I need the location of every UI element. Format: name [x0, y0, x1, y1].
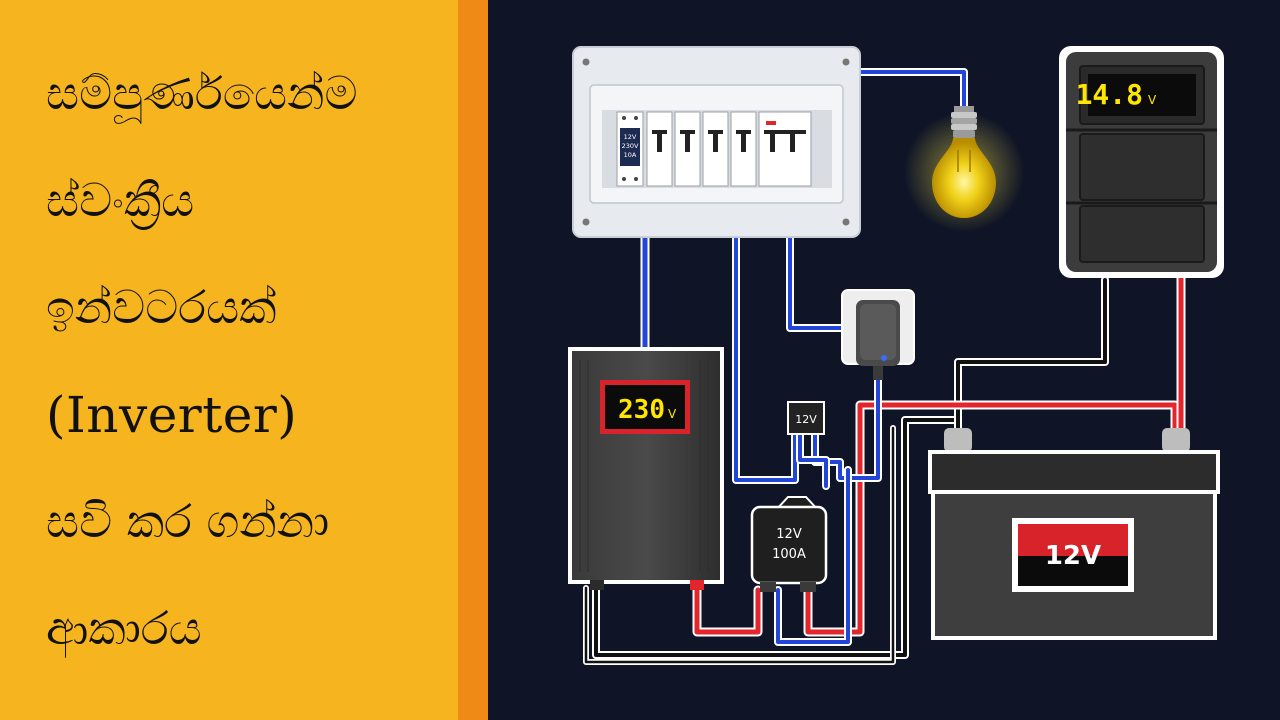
title-line-3: ඉන්වටරයක්	[46, 279, 277, 334]
large-relay: 12V 100A	[750, 496, 828, 592]
title-line-6: ආකාරය	[46, 600, 202, 655]
light-bulb	[904, 106, 1024, 232]
voltmeter: 14.8 V	[1059, 46, 1224, 278]
large-relay-label-1: 12V	[776, 527, 802, 542]
battery: 12V	[928, 428, 1220, 640]
wires	[583, 68, 1186, 665]
large-relay-label-2: 100A	[772, 547, 806, 562]
wiring-diagram: 12V 230V 10A	[568, 46, 1224, 665]
inverter-unit: V	[668, 407, 677, 421]
inverter-reading: 230	[618, 395, 665, 425]
title-line-1: සම්පූර්ණයෙන්ම	[46, 65, 358, 120]
charger-adapter	[841, 289, 915, 380]
contactor-module: 12V 230V 10A	[616, 111, 644, 187]
title-text: සම්පූර්ණයෙන්ම ස්වංක්‍රීය ඉන්වටරයක් (Inve…	[46, 40, 446, 682]
breaker-label-line-3: 10A	[624, 151, 637, 159]
battery-label: 12V	[1045, 541, 1101, 571]
title-line-5: සවි කර ගන්නා	[46, 493, 330, 548]
breaker-label-line-2: 230V	[622, 142, 639, 150]
voltmeter-unit: V	[1148, 93, 1157, 107]
title-panel: සම්පූර්ණයෙන්ම ස්වංක්‍රීය ඉන්වටරයක් (Inve…	[0, 0, 458, 720]
breaker-label-line-1: 12V	[624, 133, 637, 141]
small-relay: 12V	[787, 401, 825, 435]
inverter: 230 V	[568, 347, 724, 590]
title-line-4: (Inverter)	[46, 385, 298, 444]
small-relay-label: 12V	[795, 413, 817, 426]
accent-strip	[458, 0, 488, 720]
distribution-box: 12V 230V 10A	[572, 46, 861, 238]
voltmeter-reading: 14.8	[1076, 78, 1143, 111]
title-line-2: ස්වංක්‍රීය	[46, 172, 195, 227]
